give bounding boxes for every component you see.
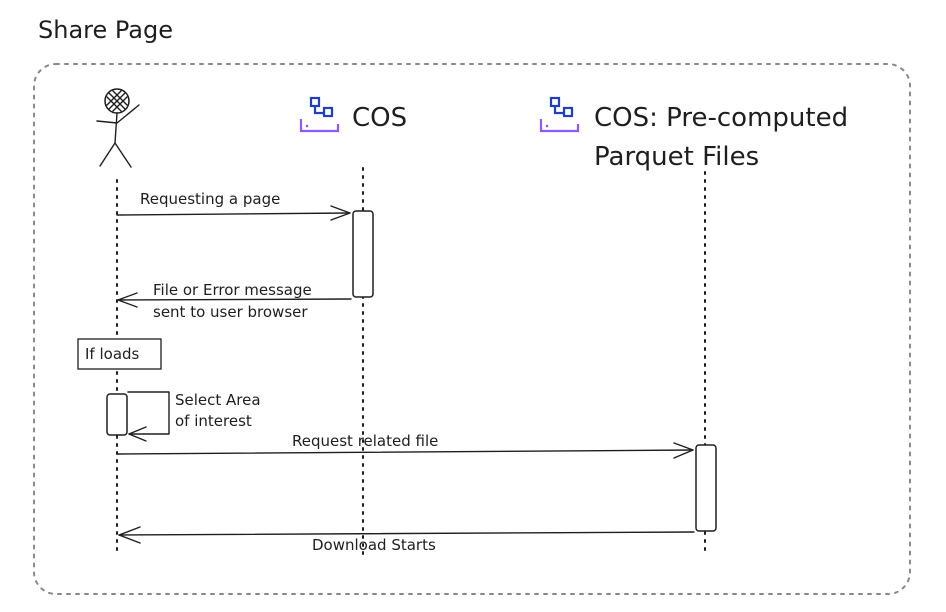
self-arrow-line bbox=[127, 391, 170, 435]
cos-parquet-label-line2: Parquet Files bbox=[594, 142, 759, 172]
arrow-head bbox=[673, 442, 694, 459]
message-label-line2: of interest bbox=[175, 412, 252, 430]
parquet-activation bbox=[695, 444, 717, 532]
arrow-head bbox=[117, 292, 138, 308]
arrow-line bbox=[116, 212, 351, 216]
cos-participant: COS bbox=[299, 96, 407, 133]
condition-label: If loads bbox=[85, 345, 140, 363]
page-title: Share Page bbox=[38, 16, 173, 44]
message-file-or-error: File or Error message sent to user brows… bbox=[117, 281, 352, 321]
cos-label: COS bbox=[352, 103, 407, 133]
message-label-line1: File or Error message bbox=[153, 281, 312, 299]
diagram-frame bbox=[33, 63, 911, 595]
user-actor-icon bbox=[96, 88, 140, 168]
arrow-line bbox=[118, 531, 695, 536]
cos-storage-icon bbox=[299, 96, 340, 133]
arrow-head bbox=[330, 205, 351, 221]
message-label: Request related file bbox=[292, 432, 438, 450]
condition-if-loads: If loads bbox=[77, 338, 162, 370]
condition-box bbox=[77, 338, 162, 370]
arrow-line bbox=[117, 449, 694, 455]
message-label-line1: Select Area bbox=[175, 391, 261, 409]
cos-parquet-label-line1: COS: Pre-computed bbox=[594, 103, 848, 133]
arrow-line bbox=[117, 298, 352, 301]
cos-activation bbox=[352, 210, 374, 298]
message-requesting-page: Requesting a page bbox=[116, 190, 351, 221]
message-label: Requesting a page bbox=[140, 190, 280, 208]
message-select-area: Select Area of interest bbox=[127, 391, 261, 442]
user-activation bbox=[106, 393, 128, 436]
arrow-head bbox=[128, 426, 147, 442]
cos-parquet-participant: COS: Pre-computed Parquet Files bbox=[539, 96, 848, 172]
arrow-head bbox=[118, 526, 141, 544]
message-download-starts: Download Starts bbox=[118, 526, 695, 554]
message-request-related-file: Request related file bbox=[117, 432, 694, 459]
message-label-line2: sent to user browser bbox=[153, 303, 308, 321]
message-label: Download Starts bbox=[312, 536, 436, 554]
cos-storage-icon bbox=[539, 96, 580, 133]
